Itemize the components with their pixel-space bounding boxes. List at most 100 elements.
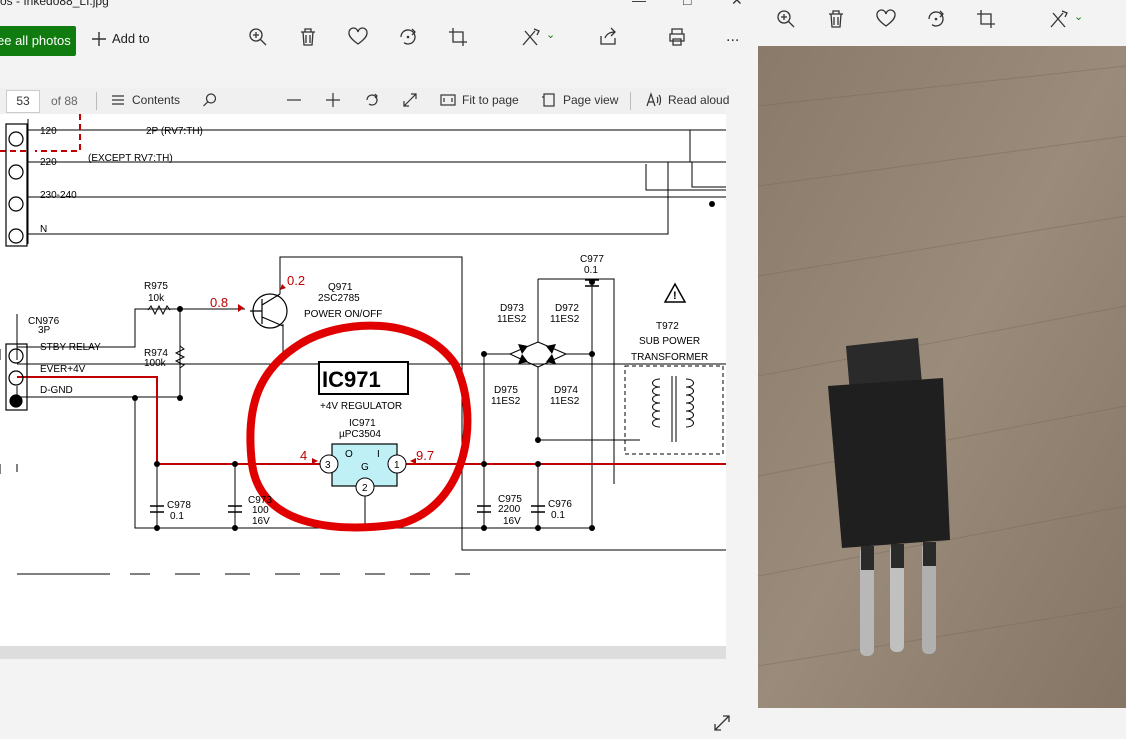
label-cn976: CN976: [28, 316, 60, 327]
label-d975-type: 11ES2: [491, 396, 521, 407]
add-to-button[interactable]: Add to: [92, 31, 150, 46]
warning-icon: !: [673, 290, 677, 302]
label-voltage-08: 0.8: [210, 295, 228, 310]
right-toolbar: ⌄: [758, 0, 1126, 46]
photos-window-right: ⌄: [758, 0, 1126, 739]
more-icon: ...: [726, 28, 740, 45]
label-3p: 3P: [38, 325, 51, 336]
label-regulator: +4V REGULATOR: [320, 401, 402, 412]
rotate-icon: [400, 28, 416, 45]
pdf-toolbar: 53 of 88 Contents Fit to page Page view: [0, 88, 729, 115]
circuit-schematic: ! 120 2P (RV7:TH) 220 (EXCEPT RV7:TH) 23…: [0, 114, 726, 575]
label-ever4v: EVER+4V: [40, 364, 86, 375]
close-button[interactable]: ✕: [731, 0, 743, 8]
horizontal-scrollbar[interactable]: [0, 646, 726, 659]
label-d975: D975: [494, 385, 518, 396]
read-aloud-icon: [646, 92, 662, 107]
label-pin2: 2: [362, 483, 368, 494]
delete-button[interactable]: [297, 26, 319, 48]
zoom-in-button[interactable]: [775, 8, 797, 30]
edit-button[interactable]: ⌄: [520, 26, 560, 48]
minimize-button[interactable]: —: [632, 0, 646, 8]
label-power-onoff: POWER ON/OFF: [304, 309, 382, 320]
delete-button[interactable]: [825, 8, 847, 30]
highlight-circle: [246, 321, 472, 532]
share-icon: [600, 27, 616, 45]
label-120: 120: [40, 126, 57, 137]
label-ic971-big: IC971: [322, 367, 381, 392]
label-c976: C976: [548, 499, 572, 510]
label-pin-o: O: [345, 449, 353, 460]
maximize-button[interactable]: □: [683, 0, 692, 8]
delete-icon: [829, 10, 843, 28]
label-d972-type: 11ES2: [550, 314, 580, 325]
label-dgnd: D-GND: [40, 385, 73, 396]
label-upc3504: µPC3504: [339, 429, 381, 440]
expand-icon: [403, 93, 417, 107]
chevron-down-icon: ⌄: [1074, 11, 1084, 23]
more-button[interactable]: ...: [726, 28, 748, 50]
share-button[interactable]: [597, 26, 619, 48]
label-r975-val: 10k: [148, 293, 165, 304]
contents-button[interactable]: Contents: [110, 92, 180, 108]
rotate-pdf-button[interactable]: [364, 92, 380, 108]
delete-icon: [301, 28, 315, 46]
label-pin1: 1: [394, 460, 400, 471]
read-aloud-button[interactable]: Read aloud: [646, 92, 729, 108]
see-all-photos-button[interactable]: ee all photos: [0, 26, 76, 56]
crop-button[interactable]: [447, 26, 469, 48]
favorite-button[interactable]: [875, 8, 897, 30]
label-c976-val: 0.1: [551, 510, 565, 521]
label-r974: R974: [144, 348, 168, 359]
bridge-diodes: [518, 344, 556, 364]
label-voltage-97: 9.7: [416, 448, 434, 463]
edit-button[interactable]: ⌄: [1048, 8, 1088, 30]
page-number-input[interactable]: 53: [6, 90, 40, 113]
pin1-circle: [387, 454, 407, 474]
crop-button[interactable]: [975, 8, 997, 30]
label-c977: C977: [580, 254, 604, 265]
pdf-page-area[interactable]: ! 120 2P (RV7:TH) 220 (EXCEPT RV7:TH) 23…: [0, 114, 726, 646]
photos-window-left: os - Inkedo88_LI.jpg — □ ✕ ee all photos…: [0, 0, 758, 739]
search-icon: [203, 93, 217, 107]
label-c978: C978: [167, 500, 191, 511]
zoom-in-pdf-button[interactable]: [325, 92, 341, 108]
edit-icon: [522, 28, 540, 46]
page-view-button[interactable]: Page view: [541, 92, 618, 108]
rotate-button[interactable]: [397, 26, 419, 48]
label-d972: D972: [555, 303, 579, 314]
label-r975: R975: [144, 281, 168, 292]
label-pin3: 3: [325, 460, 331, 471]
toolbar-divider: [96, 92, 97, 110]
favorite-button[interactable]: [347, 26, 369, 48]
capacitors: [150, 279, 599, 513]
ic971-label-box: [318, 361, 409, 395]
pin2-circle: [355, 477, 375, 497]
label-t972: T972: [656, 321, 679, 332]
label-pin-i: I: [377, 449, 380, 460]
transformer-t972: [624, 282, 724, 455]
label-r974-val: 100k: [144, 358, 167, 369]
schematic-wiring: [0, 119, 726, 575]
schematic-labels: 120 2P (RV7:TH) 220 (EXCEPT RV7:TH) 230-…: [28, 126, 708, 527]
search-button[interactable]: [202, 92, 218, 108]
plus-icon: [92, 31, 106, 46]
list-icon: [112, 95, 124, 105]
zoom-out-button[interactable]: [286, 92, 302, 108]
label-ic971-small: IC971: [349, 418, 376, 429]
label-c973-val: 100: [252, 505, 269, 516]
resistor-r974: [174, 345, 186, 369]
minus-icon: [287, 99, 301, 101]
fit-to-page-button[interactable]: Fit to page: [440, 92, 519, 108]
expand-icon[interactable]: [712, 713, 732, 733]
edit-icon: [1050, 10, 1068, 28]
resistor-r975: [147, 304, 171, 316]
print-icon: [669, 28, 685, 46]
label-stby-relay: STBY RELAY: [40, 342, 101, 353]
fullscreen-button[interactable]: [402, 92, 418, 108]
connector-column: [5, 123, 28, 411]
zoom-in-button[interactable]: [247, 26, 269, 48]
voltage-markers: [238, 284, 416, 464]
rotate-button[interactable]: [925, 8, 947, 30]
print-button[interactable]: [666, 26, 688, 48]
